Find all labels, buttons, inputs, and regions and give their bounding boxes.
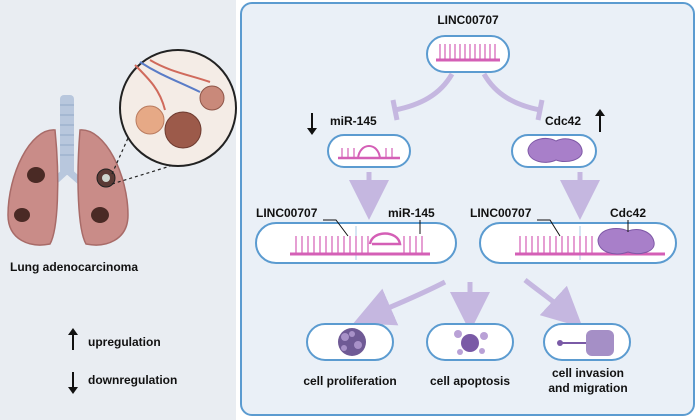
outcome-apoptosis-label: cell apoptosis: [430, 374, 510, 388]
alveolus-icon: [135, 105, 165, 135]
outcome-proliferation-cell: [306, 323, 394, 361]
alveolus-tumor-icon: [164, 111, 202, 149]
inhibit-line-right: [481, 72, 541, 113]
alveolus-icon: [199, 85, 225, 111]
cdc42-label: Cdc42: [545, 114, 581, 128]
complex-right-lnc-label: LINC00707: [470, 206, 532, 220]
tumor-icon: [14, 208, 30, 222]
outcome-invasion-cell: [543, 323, 631, 361]
disease-label: Lung adenocarcinoma: [10, 260, 138, 274]
mir145-label: miR-145: [330, 114, 377, 128]
inhibit-line-left: [394, 72, 455, 113]
outcome-migration-label: and migration: [548, 381, 627, 395]
complex-left-lnc-label: LINC00707: [256, 206, 318, 220]
right-lung-icon: [77, 129, 129, 246]
legend: upregulation downregulation: [68, 328, 177, 394]
outcome-invasion-label: cell invasion: [552, 366, 624, 380]
legend-up-label: upregulation: [88, 335, 161, 349]
tumor-icon: [27, 167, 45, 183]
cdc42-protein-icon: [597, 227, 655, 255]
lungs-illustration: [7, 49, 237, 246]
cdc42-capsule: [511, 134, 597, 168]
top-lnc-label: LINC00707: [437, 13, 499, 27]
legend-down-label: downregulation: [88, 373, 177, 387]
outcome-proliferation-label: cell proliferation: [303, 374, 396, 388]
top-lnc-capsule: [426, 35, 510, 73]
complex-right: [479, 222, 677, 264]
mir145-capsule: [327, 134, 411, 168]
complex-right-cdc42-label: Cdc42: [610, 206, 646, 220]
tumor-icon: [91, 207, 109, 223]
complex-left: [255, 222, 457, 264]
cdc42-protein-icon: [527, 137, 583, 163]
outcome-apoptosis-cell: [426, 323, 514, 361]
complex-left-mir-label: miR-145: [388, 206, 435, 220]
left-lung-icon: [7, 129, 59, 246]
